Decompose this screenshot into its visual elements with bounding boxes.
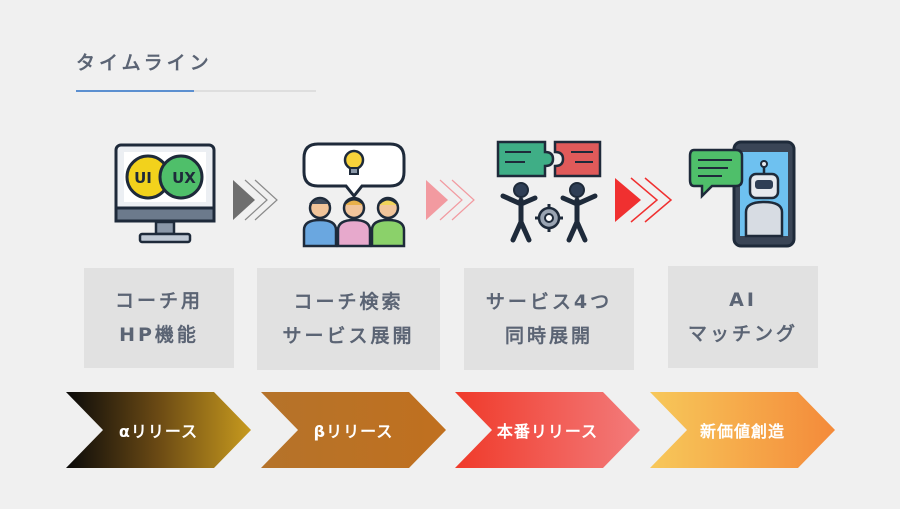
step-box-3: サービス4つ 同時展開 (464, 268, 634, 370)
release-chevron-beta: βリリース (261, 392, 446, 468)
step-4-line1: AI (729, 289, 757, 311)
step-1-line2: HP機能 (119, 324, 199, 346)
step-3-line1: サービス4つ (485, 291, 613, 313)
title-underline (76, 90, 316, 92)
step-1-line1: コーチ用 (114, 290, 203, 312)
step-2-line1: コーチ検索 (293, 291, 404, 313)
flow-arrow-3 (613, 176, 675, 228)
flow-arrow-1 (231, 178, 281, 226)
release-label-alpha: αリリース (118, 422, 199, 441)
release-label-beta: βリリース (313, 422, 394, 441)
release-label-new-value: 新価値創造 (699, 422, 785, 441)
step-box-4: AI マッチング (668, 266, 818, 368)
ux-icon-text: UX (172, 169, 196, 187)
release-chevron-production: 本番リリース (455, 392, 640, 468)
step-4-line2: マッチング (687, 323, 798, 345)
release-chevron-alpha: αリリース (66, 392, 251, 468)
ui-icon-text: UI (134, 169, 152, 187)
page-title: タイムライン (76, 52, 213, 74)
ai-robot-phone-icon (688, 140, 798, 254)
team-idea-icon (298, 140, 410, 254)
step-box-2: コーチ検索 サービス展開 (257, 268, 440, 370)
step-box-1: コーチ用 HP機能 (84, 268, 234, 368)
release-chevron-new-value: 新価値創造 (650, 392, 835, 468)
step-3-line2: 同時展開 (504, 325, 593, 347)
flow-arrow-2 (424, 178, 480, 226)
collaboration-puzzle-icon (495, 138, 603, 248)
step-2-line2: サービス展開 (282, 325, 415, 347)
ui-ux-monitor-icon: UI UX (114, 142, 216, 252)
release-label-production: 本番リリース (496, 422, 599, 441)
